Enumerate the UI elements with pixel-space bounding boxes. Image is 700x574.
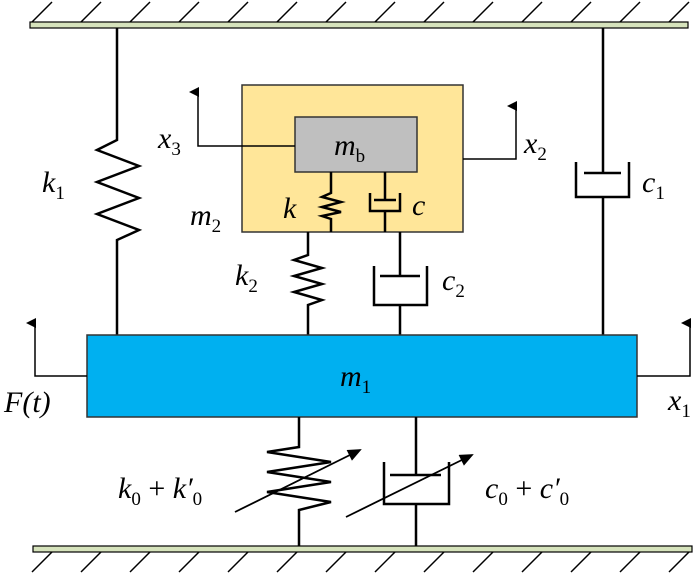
bottom-ground [31,545,693,573]
hatch-line [619,551,641,573]
hatch-line [325,551,347,573]
arrow-x1 [637,318,691,377]
label-m2: m2 [190,199,221,237]
label-mb: mb [334,129,365,167]
mass-m1-box [86,334,638,418]
label-k1: k1 [42,166,65,204]
variable-arrow-c0 [345,454,474,518]
hatch-line [374,551,396,573]
hatch-line [570,1,592,23]
label-k2: k2 [235,259,258,297]
spring-k1 [93,28,143,335]
damper-c [368,172,402,232]
hatch-line [374,1,396,23]
label-x2: x2 [523,127,547,165]
hatch-line [619,1,641,23]
damper-c1 [574,28,631,335]
hatch-line [472,1,494,23]
top-ground [29,1,690,29]
mass-mb-box [294,116,418,173]
spring-k2 [289,232,327,335]
hatch-line [31,551,53,573]
hatch-line [80,551,102,573]
hatch-line [325,1,347,23]
hatch-line [178,1,200,23]
hatch-line [521,551,543,573]
hatch-line [276,1,298,23]
hatch-line [227,1,249,23]
arrow-x3 [189,87,295,147]
top-ground-bar [29,21,689,29]
hatch-line [227,551,249,573]
hatch-line [80,1,102,23]
hatch-line [423,1,445,23]
label-m1: m1 [340,360,371,398]
label-force: F(t) [3,386,51,419]
hatch-line [570,551,592,573]
damper-c2 [372,232,429,335]
damper-c0 [382,417,451,548]
hatch-line [129,1,151,23]
hatch-line [521,1,543,23]
hatch-line [276,551,298,573]
hatch-line [129,551,151,573]
arrow-force [26,318,87,377]
bottom-ground-bar [32,545,693,553]
spring-k0 [266,417,332,548]
hatch-line [178,551,200,573]
label-c0: c0 + c′0 [485,472,569,510]
label-x3: x3 [157,122,181,160]
hatch-line [668,551,690,573]
label-k: k [283,192,297,225]
label-x1: x1 [667,384,691,422]
hatch-line [668,1,690,23]
hatch-line [423,551,445,573]
label-c2: c2 [442,264,465,302]
variable-arrow-k0 [234,449,362,513]
hatch-line [31,1,53,23]
label-c: c [412,189,425,222]
label-k0: k0 + k′0 [118,472,202,510]
spring-k [317,172,346,232]
label-c1: c1 [642,166,665,204]
arrow-x2 [463,101,517,160]
hatch-line [472,551,494,573]
